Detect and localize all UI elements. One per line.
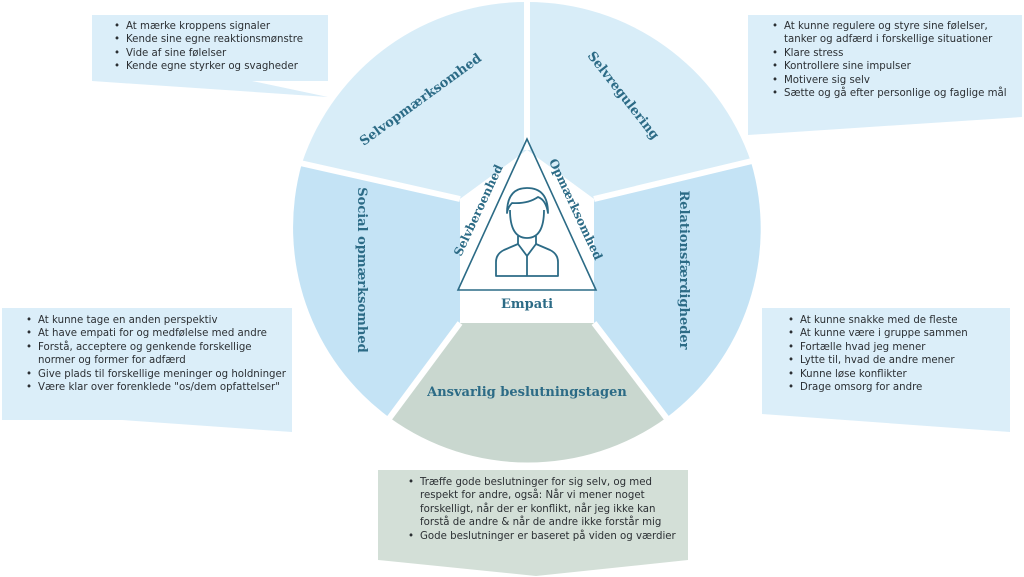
center-pentagon xyxy=(460,150,594,323)
list-item: Motivere sig selv xyxy=(772,74,1016,88)
list-item: At kunne regulere og styre sine følelser… xyxy=(772,20,1016,47)
list-item: At mærke kroppens signaler xyxy=(114,20,322,34)
box-social-opmaerksomhed: At kunne tage en anden perspektiv At hav… xyxy=(2,308,292,438)
list-item: Fortælle hvad jeg mener xyxy=(788,341,1004,355)
segment-relationsfaerdigheder[interactable] xyxy=(594,162,761,418)
list-item: At kunne tage en anden perspektiv xyxy=(26,314,286,328)
list-item: Være klar over forenklede "os/dem opfatt… xyxy=(26,381,286,395)
segment-dividers xyxy=(299,0,753,422)
segment-social-opmaerksomhed[interactable] xyxy=(293,163,460,418)
box-selvopmaerksomhed: At mærke kroppens signaler Kende sine eg… xyxy=(92,15,328,97)
list-item: At kunne snakke med de fleste xyxy=(788,314,1004,328)
box-list-selvregulering: At kunne regulere og styre sine følelser… xyxy=(770,20,1016,101)
segment-label-relationsfaerdigheder: Relationsfærdigheder xyxy=(676,191,691,350)
list-item: Kende sine egne reaktionsmønstre xyxy=(114,33,322,47)
list-item: Kunne løse konflikter xyxy=(788,368,1004,382)
list-item: Sætte og gå efter personlige og faglige … xyxy=(772,87,1016,101)
list-item: At kunne være i gruppe sammen xyxy=(788,327,1004,341)
segment-selvregulering[interactable] xyxy=(527,1,751,199)
box-list-selvopmaerksomhed: At mærke kroppens signaler Kende sine eg… xyxy=(112,20,322,74)
box-selvregulering: At kunne regulere og styre sine følelser… xyxy=(748,15,1022,135)
list-item: Drage omsorg for andre xyxy=(788,381,1004,395)
segment-ansvarlig-beslutningstagen[interactable] xyxy=(390,323,666,463)
person-icon xyxy=(495,187,559,277)
segment-selvopmaerksomhed[interactable] xyxy=(302,1,527,199)
list-item: Kontrollere sine impulser xyxy=(772,60,1016,74)
list-item: Kende egne styrker og svagheder xyxy=(114,60,322,74)
list-item: Træffe gode beslutninger for sig selv, o… xyxy=(408,476,680,530)
box-relationsfaerdigheder: At kunne snakke med de fleste At kunne v… xyxy=(762,308,1010,432)
list-item: Give plads til forskellige meninger og h… xyxy=(26,368,286,382)
list-item: Vide af sine følelser xyxy=(114,47,322,61)
center-triangle xyxy=(456,137,598,291)
list-item: Forstå, acceptere og genkende forskellig… xyxy=(26,341,286,368)
segment-label-social-opmaerksomhed: Social opmærksomhed xyxy=(354,187,369,352)
list-item: Lytte til, hvad de andre mener xyxy=(788,354,1004,368)
triangle-label-center: Empati xyxy=(501,297,553,312)
box-list-relationsfaerdigheder: At kunne snakke med de fleste At kunne v… xyxy=(786,314,1004,395)
box-list-social-opmaerksomhed: At kunne tage en anden perspektiv At hav… xyxy=(24,314,286,395)
box-list-ansvarlig-beslutningstagen: Træffe gode beslutninger for sig selv, o… xyxy=(406,476,680,543)
list-item: At have empati for og medfølelse med and… xyxy=(26,327,286,341)
list-item: Klare stress xyxy=(772,47,1016,61)
list-item: Gode beslutninger er baseret på viden og… xyxy=(408,530,680,544)
segment-label-ansvarlig-beslutningstagen: Ansvarlig beslutningstagen xyxy=(426,385,627,400)
box-ansvarlig-beslutningstagen: Træffe gode beslutninger for sig selv, o… xyxy=(378,470,688,576)
